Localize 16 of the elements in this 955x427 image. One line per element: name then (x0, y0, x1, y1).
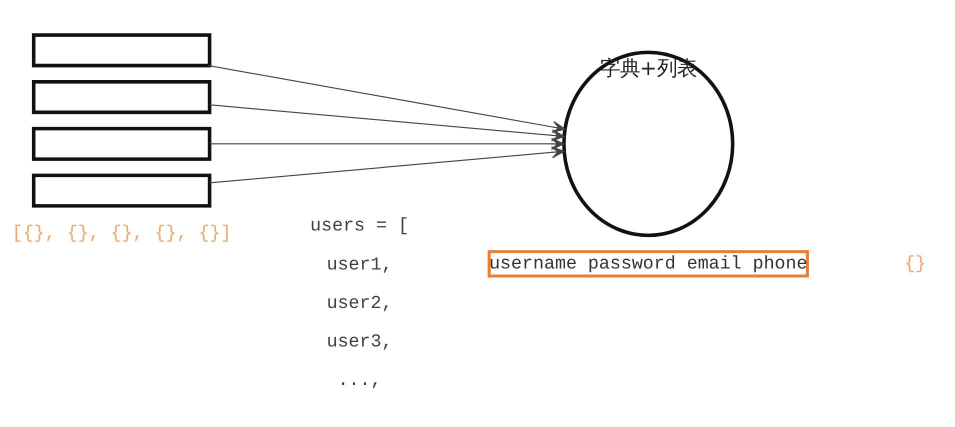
node-box (31, 33, 211, 68)
node-box (31, 80, 211, 114)
arrow (209, 104, 564, 142)
label: {} (904, 254, 926, 274)
label: [{}, {}, {}, {}, {}] (11, 224, 231, 244)
arrow (209, 146, 564, 184)
label: ..., (337, 371, 382, 392)
arrow (208, 65, 566, 133)
label: user2, (326, 294, 392, 314)
label: users = [ (310, 216, 408, 237)
node-box (31, 126, 211, 161)
label: user1, (326, 255, 392, 276)
arrow (209, 138, 564, 150)
label: user3, (326, 332, 392, 353)
node-circle: 字典+列表 (562, 50, 734, 238)
node-box (31, 174, 211, 208)
